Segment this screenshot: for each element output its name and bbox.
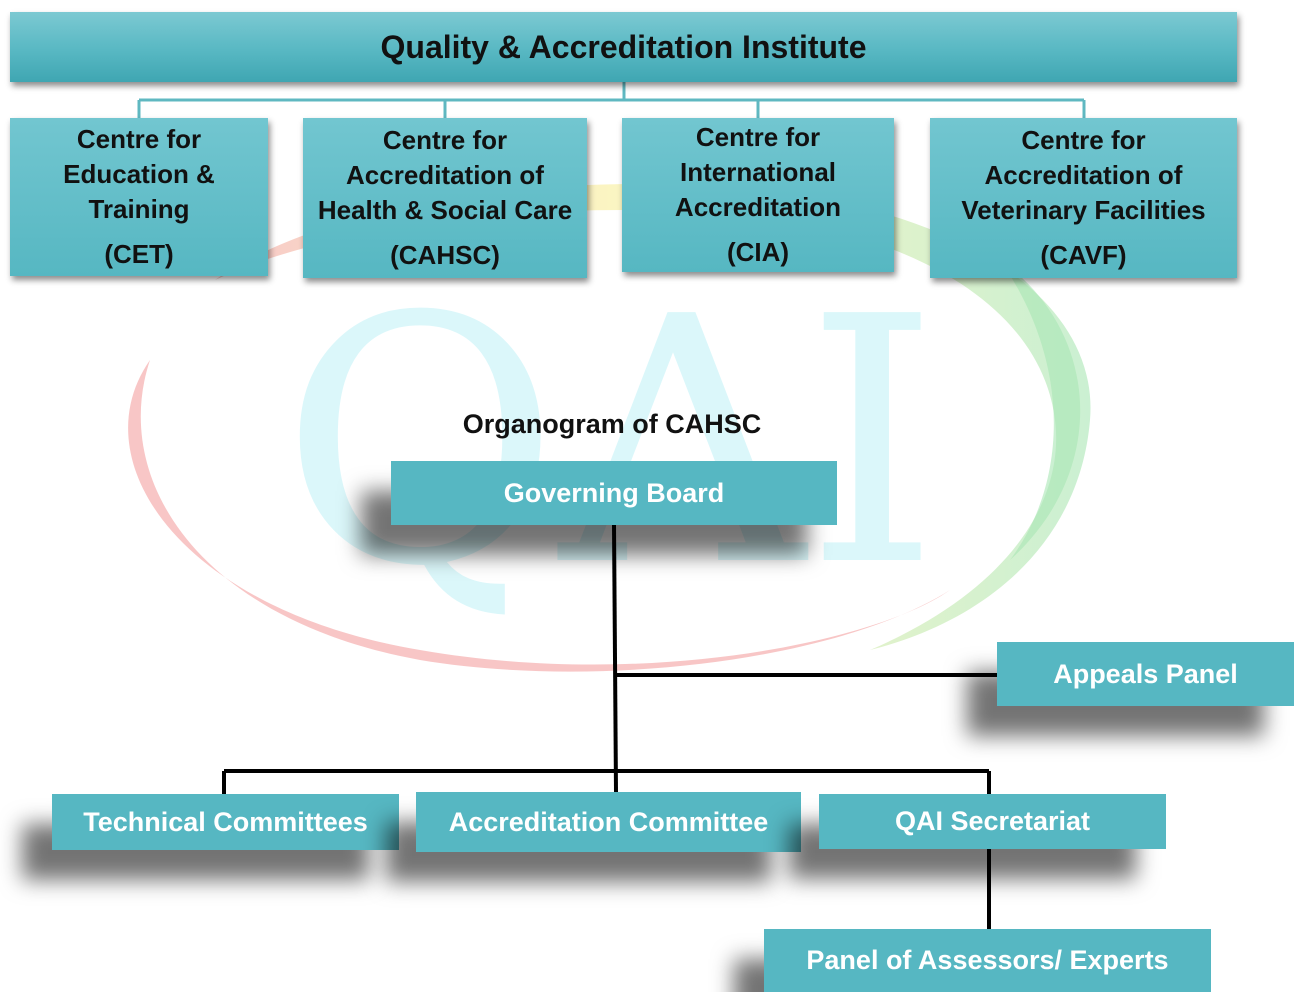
governing-board-label: Governing Board (503, 477, 725, 508)
centre-abbr-cet: (CET) (104, 239, 174, 269)
qai-secretariat-label: QAI Secretariat (894, 806, 1091, 836)
centre-box-cia: Centre for International Accreditation (… (622, 118, 894, 272)
qai-secretariat-box: QAI Secretariat (819, 794, 1166, 849)
centre-name-cet: Centre for Education & Training (63, 124, 215, 224)
organogram-title: Organogram of CAHSC (462, 409, 762, 439)
accreditation-committee-label: Accreditation Committee (448, 806, 769, 837)
top-connectors (137, 82, 1086, 118)
centre-name-cia: Centre for International Accreditation (674, 122, 842, 222)
centre-name-cavf: Centre for Accreditation of Veterinary F… (961, 125, 1206, 225)
centre-box-cet: Centre for Education & Training (CET) (10, 118, 268, 276)
panel-of-assessors-label: Panel of Assessors/ Experts (806, 945, 1169, 975)
appeals-panel-box: Appeals Panel (997, 642, 1294, 706)
centre-name-cahsc: Centre for Accreditation of Health & Soc… (317, 125, 573, 225)
organogram-connectors (222, 524, 998, 929)
governing-board-box: Governing Board (391, 461, 837, 525)
panel-of-assessors-box: Panel of Assessors/ Experts (764, 929, 1211, 992)
institute-box: Quality & Accreditation Institute (10, 12, 1237, 82)
institute-title: Quality & Accreditation Institute (380, 28, 867, 65)
centre-abbr-cavf: (CAVF) (1040, 240, 1127, 270)
centre-abbr-cahsc: (CAHSC) (390, 240, 500, 270)
appeals-panel-label: Appeals Panel (1053, 658, 1238, 689)
technical-committees-box: Technical Committees (52, 794, 399, 850)
centre-box-cavf: Centre for Accreditation of Veterinary F… (930, 118, 1237, 278)
centre-box-cahsc: Centre for Accreditation of Health & Soc… (303, 118, 587, 278)
centre-abbr-cia: (CIA) (726, 237, 790, 267)
technical-committees-label: Technical Committees (83, 806, 368, 837)
accreditation-committee-box: Accreditation Committee (416, 792, 801, 852)
